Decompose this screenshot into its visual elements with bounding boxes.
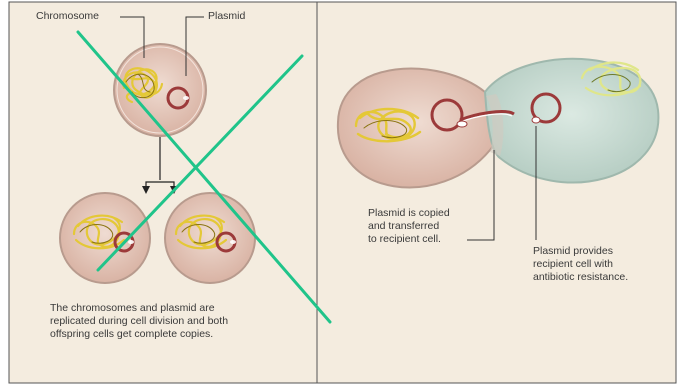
copied-caption-line-2: and transferred: [368, 220, 439, 233]
copied-caption-line-1: Plasmid is copied: [368, 207, 450, 220]
division-caption-line-3: offspring cells get complete copies.: [50, 328, 213, 341]
plasmid-label: Plasmid: [208, 10, 245, 23]
resistance-caption-line-2: recipient cell with: [533, 258, 613, 271]
resistance-caption-line-1: Plasmid provides: [533, 245, 613, 258]
right-panel: [317, 2, 676, 383]
offspring-cell-right: [165, 193, 255, 283]
division-caption-line-2: replicated during cell division and both: [50, 315, 228, 328]
chromosome-label: Chromosome: [36, 10, 99, 23]
resistance-caption-line-3: antibiotic resistance.: [533, 271, 628, 284]
copied-caption-line-3: to recipient cell.: [368, 233, 441, 246]
division-caption-line-1: The chromosomes and plasmid are: [50, 302, 215, 315]
offspring-cell-left: [60, 193, 150, 283]
